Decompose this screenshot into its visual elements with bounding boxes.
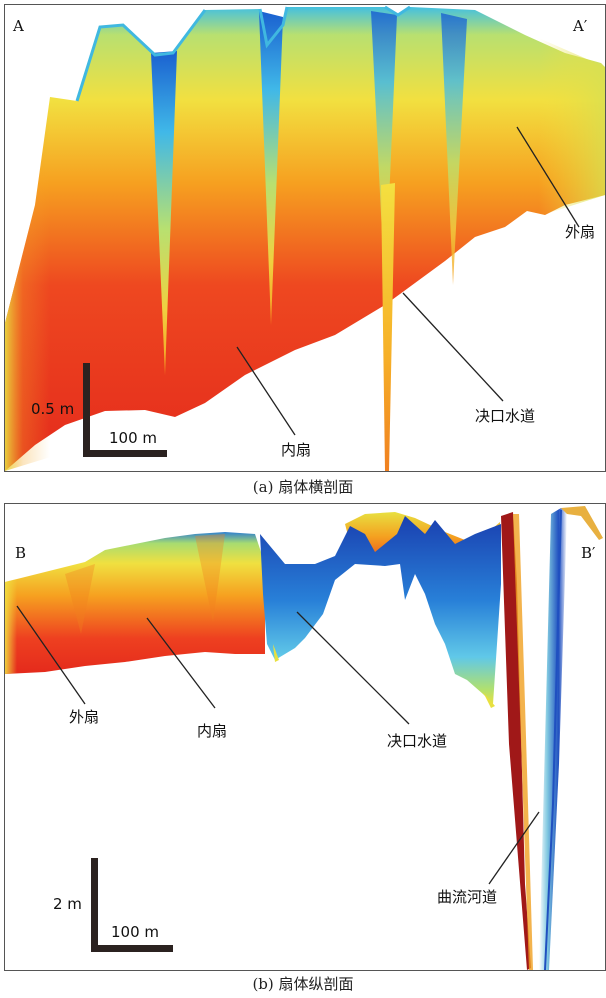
inner-fan-label: 内扇 <box>281 441 311 459</box>
longitudinal-section-panel: B B′ 外扇 内扇 决口水道 曲流河道 2 m 100 m <box>4 503 606 971</box>
leader-line <box>296 611 410 725</box>
section-end-label: B′ <box>581 544 596 562</box>
leader-line <box>16 605 86 705</box>
outer-fan-label: 外扇 <box>69 708 99 726</box>
longitudinal-section-graphic: B B′ 外扇 内扇 决口水道 曲流河道 2 m 100 m <box>5 506 603 970</box>
crevasse-channel <box>371 11 397 295</box>
meander-channel <box>539 508 567 970</box>
fan-body <box>5 532 265 674</box>
leader-line <box>516 126 580 228</box>
cross-section-panel: A A′ 外扇 内扇 决口水道 0.5 m 100 m <box>4 4 606 472</box>
scale-vertical-label: 0.5 m <box>31 400 74 418</box>
section-end-label: A′ <box>572 17 588 35</box>
crevasse-channel <box>441 13 467 285</box>
leader-line <box>488 811 540 885</box>
crevasse-channel-zone <box>260 516 501 704</box>
section-start-label: A <box>12 17 24 35</box>
cross-section-graphic: A A′ 外扇 内扇 决口水道 0.5 m 100 m <box>5 5 605 471</box>
outer-fan-label: 外扇 <box>565 223 595 241</box>
figure-caption-b: (b) 扇体纵剖面 <box>252 975 354 993</box>
meander-channel-label: 曲流河道 <box>437 888 497 906</box>
leader-line <box>236 346 296 436</box>
leader-line <box>402 292 504 402</box>
scale-horizontal-label: 100 m <box>111 923 159 941</box>
figure-caption-a: (a) 扇体横剖面 <box>252 478 354 496</box>
scale-bar: 0.5 m 100 m <box>31 363 167 457</box>
inner-fan-label: 内扇 <box>197 722 227 740</box>
crevasse-channel <box>381 183 395 471</box>
crevasse-channel <box>259 11 283 325</box>
crevasse-channel-label: 决口水道 <box>387 732 447 750</box>
scale-bar: 2 m 100 m <box>53 858 173 952</box>
scale-vertical-label: 2 m <box>53 895 82 913</box>
meander-channel-wall <box>513 514 533 970</box>
crevasse-channel <box>151 51 177 375</box>
crevasse-channel-label: 决口水道 <box>475 407 535 425</box>
scale-horizontal-label: 100 m <box>109 429 157 447</box>
leader-line <box>146 617 216 709</box>
meander-channel-wall <box>501 512 531 970</box>
section-start-label: B <box>15 544 26 562</box>
